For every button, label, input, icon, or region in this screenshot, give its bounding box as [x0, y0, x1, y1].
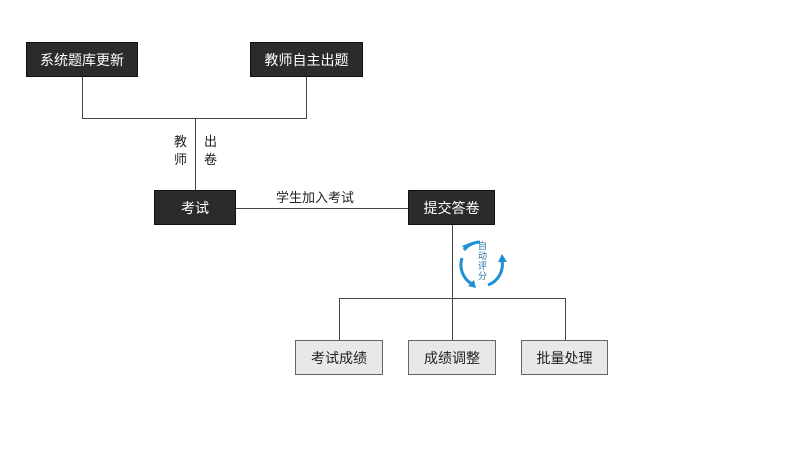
- connector: [306, 77, 307, 119]
- connector: [236, 208, 408, 209]
- node-scores: 考试成绩: [295, 340, 383, 375]
- node-exam: 考试: [154, 190, 236, 225]
- node-submit: 提交答卷: [408, 190, 495, 225]
- connector: [339, 298, 566, 299]
- join-exam-label: 学生加入考试: [276, 191, 355, 206]
- issue-label: 出卷: [204, 135, 218, 168]
- node-bank-update: 系统题库更新: [26, 42, 138, 77]
- connector: [82, 118, 307, 119]
- connector: [195, 118, 196, 190]
- node-teacher-create: 教师自主出题: [250, 42, 363, 77]
- teacher-label: 教师: [174, 135, 188, 168]
- node-batch: 批量处理: [521, 340, 608, 375]
- connector: [452, 225, 453, 340]
- cycle-icon: [459, 240, 507, 288]
- connector: [565, 298, 566, 340]
- connector: [82, 77, 83, 119]
- node-adjust: 成绩调整: [408, 340, 496, 375]
- connector: [339, 298, 340, 340]
- auto-grade-label: 自动评分: [478, 242, 488, 282]
